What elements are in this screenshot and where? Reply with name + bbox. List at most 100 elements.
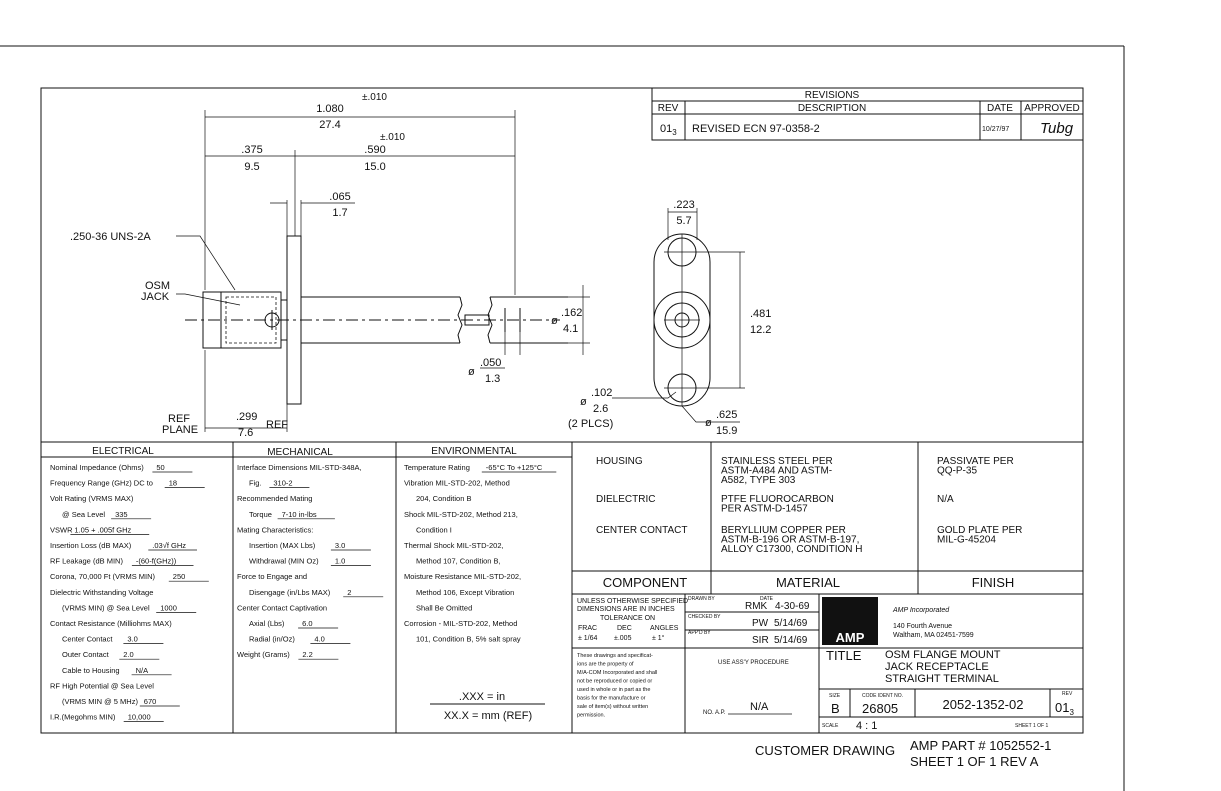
- electrical-item-label: I.R.(Megohms MIN): [50, 713, 116, 722]
- flange-thickness-mm: 1.7: [332, 207, 347, 219]
- electrical-item-value: .03√f GHz: [152, 541, 186, 550]
- electrical-item-value: 50: [156, 463, 164, 472]
- mechanical-item-label: Withdrawal (MIN Oz): [249, 557, 319, 566]
- electrical-item-label: Corona, 70,000 Ft (VRMS MIN): [50, 572, 156, 581]
- mechanical-item-label: Mating Characteristics:: [237, 525, 313, 534]
- electrical-item-value: 3.0: [127, 635, 137, 644]
- osm-label-1: OSM: [145, 280, 170, 292]
- mechanical-item-label: Axial (Lbs): [249, 619, 285, 628]
- material-component: DIELECTRIC: [596, 494, 655, 505]
- rev-description: REVISED ECN 97-0358-2: [692, 123, 820, 135]
- hole-dia-in: .102: [591, 387, 612, 399]
- electrical-item-label: Center Contact: [62, 635, 113, 644]
- company-address-2: Waltham, MA 02451-7599: [893, 632, 974, 639]
- threaded-body: [220, 291, 282, 349]
- company-address-1: 140 Fourth Avenue: [893, 623, 952, 630]
- electrical-item-value: 18: [169, 479, 177, 488]
- rev-date: 10/27/97: [982, 126, 1009, 133]
- mechanical-item-value: 1.0: [335, 557, 345, 566]
- mechanical-item-label: Disengage (in/Lbs MAX): [249, 588, 331, 597]
- material-spec-line: PTFE FLUOROCARBON: [721, 494, 834, 505]
- electrical-item-label: Volt Rating (VRMS MAX): [50, 494, 134, 503]
- mechanical-item-label: Center Contact Captivation: [237, 603, 327, 612]
- mechanical-item-value: 4.0: [314, 635, 324, 644]
- mechanical-item-label: Insertion (MAX Lbs): [249, 541, 316, 550]
- front-width-mm: 5.7: [676, 215, 691, 227]
- notice-line: These drawings and specificat-: [577, 653, 653, 659]
- mechanical-item-value: 310-2: [273, 479, 292, 488]
- tol-angles-value: ± 1°: [652, 634, 665, 642]
- outer-dia-mm: 15.9: [716, 425, 737, 437]
- electrical-item-label: RF High Potential @ Sea Level: [50, 681, 154, 690]
- electrical-item-value: 670: [144, 697, 157, 706]
- scale-value: 4 : 1: [856, 720, 877, 732]
- notice-line: basis for the manufacture or: [577, 696, 646, 702]
- revisions-title: REVISIONS: [805, 90, 860, 101]
- material-component: CENTER CONTACT: [596, 525, 687, 536]
- customer-drawing-label: CUSTOMER DRAWING: [755, 743, 895, 758]
- side-view: 1.080 ±.010 27.4 .375 9.5 .590 ±.010 15.…: [70, 92, 590, 439]
- tol-angles-header: ANGLES: [650, 625, 679, 632]
- mechanical-item-label: Interface Dimensions MIL-STD-348A,: [237, 463, 362, 472]
- environmental-item-label: Method 107, Condition B,: [416, 557, 501, 566]
- environmental-item-label: Thermal Shock MIL-STD-202,: [404, 541, 504, 550]
- amp-logo: [822, 597, 878, 645]
- segment-2-mm: 15.0: [364, 161, 385, 173]
- component-header: COMPONENT: [603, 575, 688, 590]
- environmental-item-label: Shock MIL-STD-202, Method 213,: [404, 510, 518, 519]
- environmental-title: ENVIRONMENTAL: [431, 446, 517, 457]
- overall-length-mm: 27.4: [319, 119, 340, 131]
- sheet-small: SHEET 1 OF 1: [1015, 723, 1048, 729]
- notice-line: ions are the property of: [577, 662, 634, 668]
- environmental-item-value: -65°C To +125°C: [486, 463, 543, 472]
- electrical-item-label: Nominal Impedance (Ohms): [50, 463, 144, 472]
- sheet-info: SHEET 1 OF 1 REV A: [910, 754, 1039, 769]
- electrical-item-label: @ Sea Level: [62, 510, 105, 519]
- approved-by: SIR: [752, 635, 769, 646]
- overall-length-tol: ±.010: [362, 92, 387, 103]
- environmental-item-label: 204, Condition B: [416, 494, 471, 503]
- drawing-frame: [40, 87, 1084, 734]
- material-spec-line: A582, TYPE 303: [721, 475, 796, 486]
- mechanical-list: Interface Dimensions MIL-STD-348A,Fig.31…: [237, 463, 384, 660]
- drawn-by: RMK: [745, 601, 768, 612]
- tolerance-title-1: UNLESS OTHERWISE SPECIFIED: [577, 598, 688, 605]
- pin-dia-mm: 4.1: [563, 323, 578, 335]
- mechanical-item-value: 2.2: [302, 650, 312, 659]
- tip-dia-in: .050: [480, 357, 501, 369]
- material-component: HOUSING: [596, 456, 643, 467]
- electrical-item-value: 250: [173, 572, 186, 581]
- drawn-by-label: DRAWN BY: [688, 596, 715, 602]
- drawing-number: 2052-1352-02: [943, 697, 1024, 712]
- date-header: DATE: [987, 103, 1013, 114]
- finish-spec-line: QQ-P-35: [937, 466, 977, 477]
- tip-dia-mm: 1.3: [485, 373, 500, 385]
- outer-dia-prefix: ø: [705, 417, 712, 429]
- mechanical-item-value: 7-10 in-lbs: [282, 510, 317, 519]
- hole-count-note: (2 PLCS): [568, 418, 613, 430]
- units-line-2: XX.X = mm (REF): [444, 710, 532, 722]
- approved-date: 5/14/69: [774, 635, 808, 646]
- notice-line: M/A-COM Incorporated and shall: [577, 670, 657, 676]
- osm-label-2: JACK: [141, 291, 170, 303]
- finish-spec-line: GOLD PLATE PER: [937, 525, 1022, 536]
- environmental-item-label: Vibration MIL-STD-202, Method: [404, 479, 510, 488]
- mechanical-item-label: Radial (in/Oz): [249, 635, 295, 644]
- title-label: TITLE: [826, 648, 862, 663]
- tolerance-title-3: TOLERANCE ON: [600, 615, 655, 622]
- tol-dec-value: ±.005: [614, 635, 632, 642]
- flange: [286, 235, 302, 405]
- code-label: CODE IDENT NO.: [862, 693, 903, 699]
- environmental-item-label: Moisture Resistance MIL-STD-202,: [404, 572, 521, 581]
- notice-line: permission.: [577, 713, 606, 719]
- electrical-item-value: 10,000: [128, 713, 151, 722]
- spec-tables: ELECTRICAL MECHANICAL ENVIRONMENTAL Nomi…: [41, 441, 1083, 733]
- electrical-item-value: 335: [115, 510, 128, 519]
- drawn-date: 4-30-69: [775, 601, 810, 612]
- tip-dia-prefix: ø: [468, 366, 475, 378]
- approved-header: APPROVED: [1024, 103, 1080, 114]
- material-spec-line: ASTM-A484 AND ASTM-: [721, 466, 832, 477]
- tolerance-title-2: DIMENSIONS ARE IN INCHES: [577, 606, 675, 613]
